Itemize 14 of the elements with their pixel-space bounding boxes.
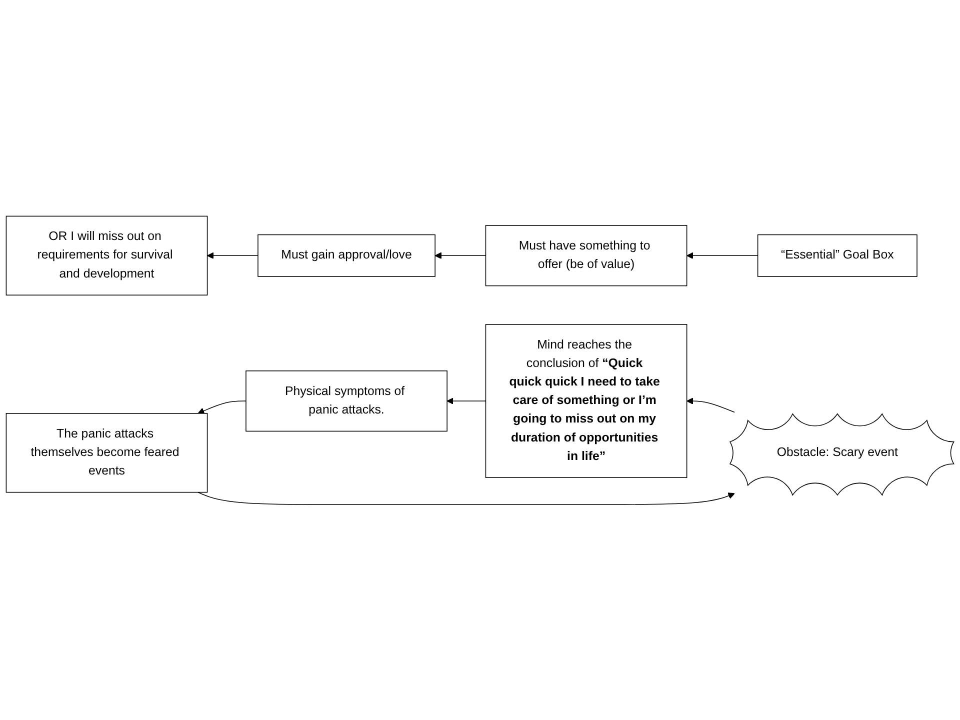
arrow: [207, 252, 258, 259]
arrow: [686, 397, 735, 412]
arrow: [434, 252, 486, 259]
arrow: [686, 252, 758, 259]
arrow: [198, 491, 735, 505]
node-box: Mind reaches the conclusion of “Quick quick quick I need to take care of something or I’m going to miss out on my duration of opportunities in life”: [485, 324, 688, 478]
node-box: OR I will miss out on requirements for survival and development: [6, 215, 208, 296]
arrow: [446, 397, 486, 404]
arrow: [198, 400, 246, 414]
node-box: “Essential” Goal Box: [757, 234, 918, 276]
node-box: Physical symptoms of panic attacks.: [246, 370, 448, 432]
node-box: The panic attacks themselves become feared events: [6, 412, 208, 492]
node-box: Must gain approval/love: [258, 234, 436, 276]
node-box: Must have something to offer (be of value): [485, 224, 688, 286]
